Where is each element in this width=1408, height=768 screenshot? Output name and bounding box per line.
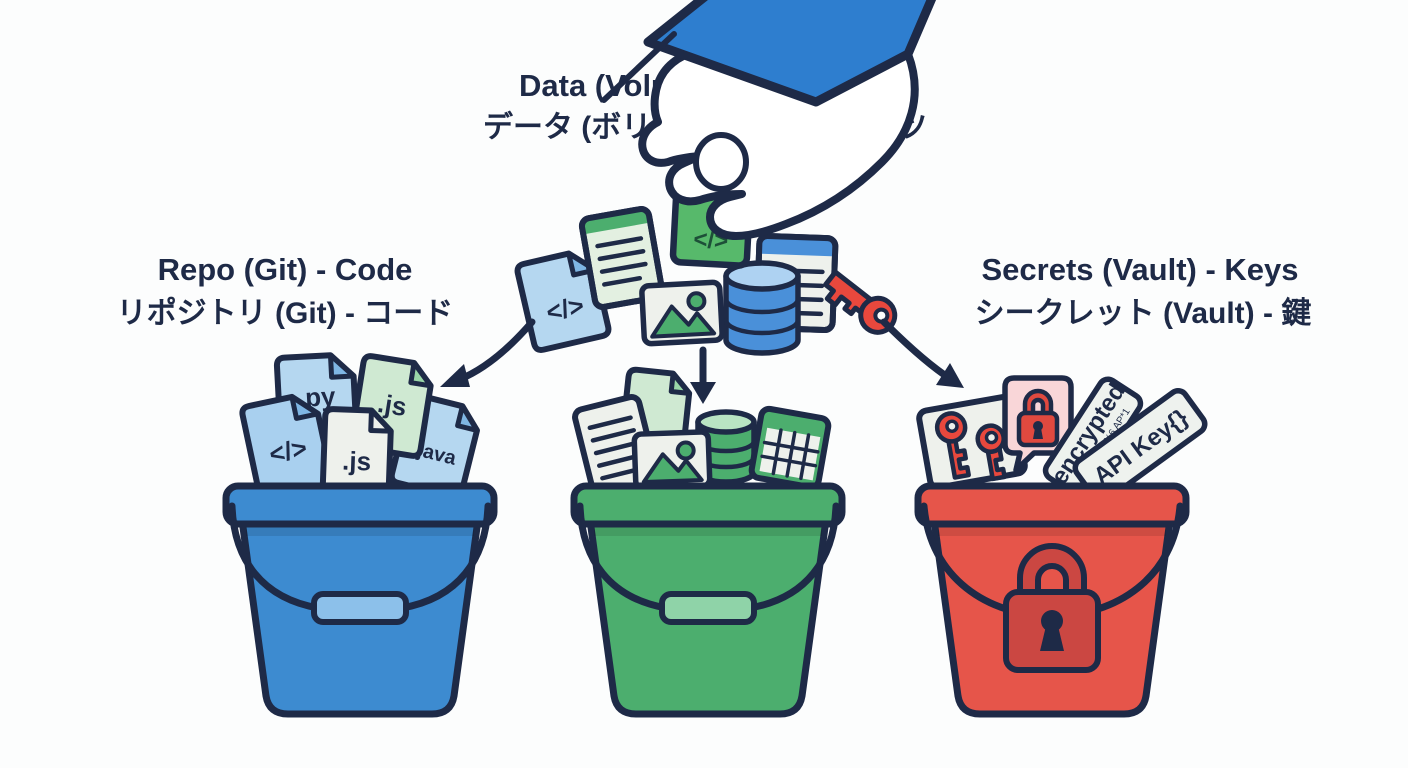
image-icon: [639, 279, 725, 347]
label-right-en: Secrets (Vault) - Keys: [981, 252, 1298, 287]
flow-arrows: [440, 318, 964, 404]
padlock-card-icon: [1002, 375, 1074, 473]
label-left-en: Repo (Git) - Code: [158, 252, 413, 287]
red-key-small: [934, 411, 971, 480]
keys-card-icon: [916, 393, 1028, 491]
label-left-ja: リポジトリ (Git) - コード: [117, 297, 454, 330]
bucket-handle: [746, 502, 840, 612]
sleeve: [643, 0, 937, 107]
handle-grip: [659, 591, 757, 625]
bucket-rim: [914, 482, 1190, 528]
bucket-rim: [222, 482, 498, 528]
arrow-down-icon: [690, 346, 716, 404]
red-key-small: [975, 423, 1007, 482]
curled-finger: [693, 132, 749, 192]
code-file-icon: </>: [239, 393, 335, 502]
arrow-right-icon: [880, 318, 964, 388]
bucket-secrets: encrypted 9f#8=01,b%6 AP*1 API Key{}: [914, 375, 1208, 718]
spreadsheet-icon: [748, 405, 832, 491]
hand-and-sleeve: [601, 0, 937, 240]
bucket-data: [570, 366, 846, 718]
file-ext-label: .js: [342, 445, 372, 476]
database-icon-blue: [723, 260, 801, 356]
bucket-handle: [398, 502, 492, 612]
bucket-handle: [576, 502, 670, 612]
js-file-icon-white: .js: [319, 406, 394, 498]
label-right-ja: シークレット (Vault) - 鍵: [975, 296, 1312, 330]
image-icon-green-bucket: [631, 429, 713, 491]
handle-grip: [311, 591, 409, 625]
arrow-left-icon: [440, 318, 536, 387]
bucket-handle: [228, 502, 322, 612]
document-icon-green: [578, 206, 666, 310]
cuff-line: [601, 31, 677, 103]
bucket-repo: .py .java .js </> .js: [222, 352, 498, 718]
padlock-emblem-icon: [1003, 543, 1101, 673]
bucket-rim: [570, 482, 846, 528]
